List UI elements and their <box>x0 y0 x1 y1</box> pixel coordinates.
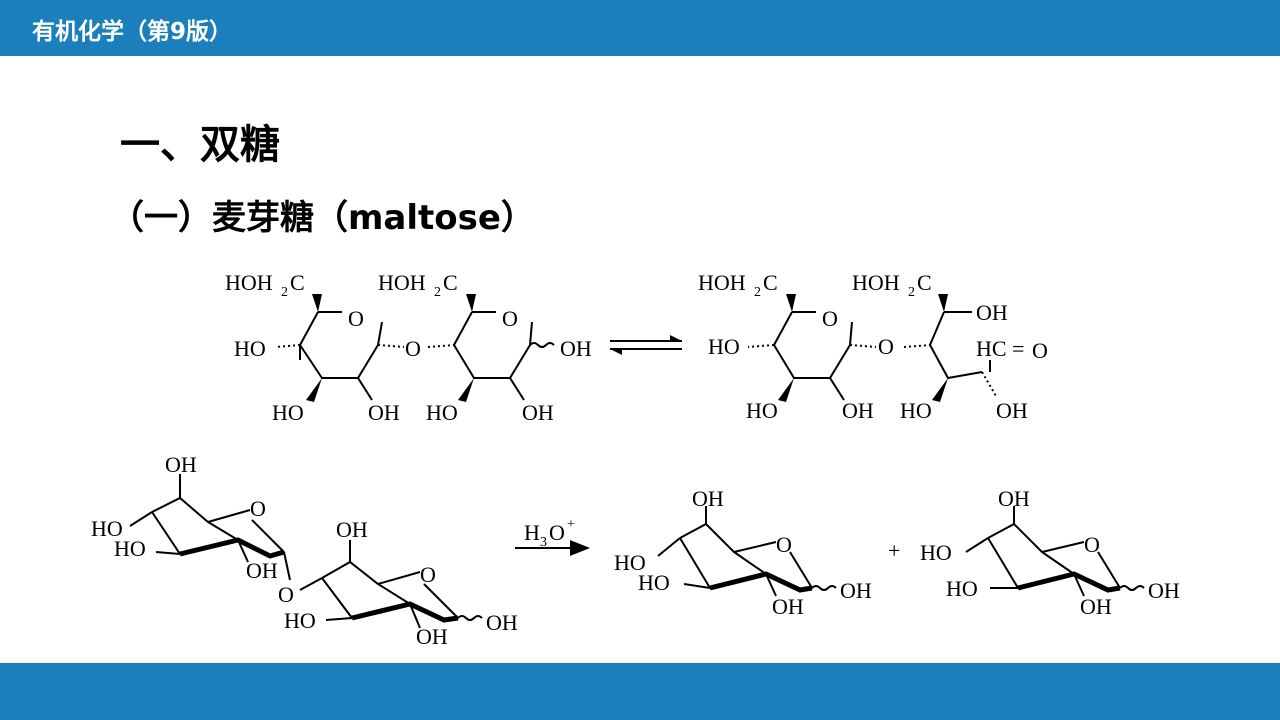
subscript: 2 <box>281 285 288 300</box>
glycosidic-oxygen: O <box>278 582 294 607</box>
reagent-superscript: + <box>567 517 575 532</box>
ho-label: HO <box>284 608 316 633</box>
ring-oxygen: O <box>250 496 266 521</box>
reagent-o: O <box>549 520 565 545</box>
glucose-product-1 <box>657 506 837 597</box>
chair-maltose <box>129 474 590 629</box>
reagent-subscript: 3 <box>540 535 547 550</box>
ch2oh-label: HOH <box>698 270 746 295</box>
oh-label: OH <box>998 486 1030 511</box>
oh-label: OH <box>246 558 278 583</box>
ring-oxygen: O <box>776 532 792 557</box>
ho-label: HO <box>920 540 952 565</box>
subscript: 2 <box>434 285 441 300</box>
top-banner: 有机化学（第9版） <box>0 0 1280 56</box>
ho-label: HO <box>614 550 646 575</box>
ho-label: HO <box>91 516 123 541</box>
glycosidic-oxygen: O <box>878 334 894 359</box>
oh-label: OH <box>692 486 724 511</box>
ho-label: HO <box>114 536 146 561</box>
ch2oh-label: HOH <box>378 270 426 295</box>
ring-oxygen: O <box>822 306 838 331</box>
subscript: 2 <box>908 285 915 300</box>
open-chain-maltose <box>747 294 997 402</box>
ring-oxygen: O <box>502 306 518 331</box>
ch2oh-carbon: C <box>290 270 305 295</box>
oh-label: OH <box>1148 578 1180 603</box>
subscript: 2 <box>754 285 761 300</box>
oh-label: OH <box>522 400 554 425</box>
oh-label: OH <box>976 300 1008 325</box>
oh-label: OH <box>416 624 448 649</box>
course-title: 有机化学（第9版） <box>32 19 233 45</box>
oh-label: OH <box>486 610 518 635</box>
ho-label: HO <box>746 398 778 423</box>
oh-label: OH <box>772 594 804 619</box>
oh-label: OH <box>165 452 197 477</box>
ho-label: HO <box>234 336 266 361</box>
ho-label: HO <box>272 400 304 425</box>
reagent-h: H <box>524 520 540 545</box>
ho-label: HO <box>900 398 932 423</box>
glycosidic-oxygen: O <box>405 336 421 361</box>
ch2oh-label: HOH <box>225 270 273 295</box>
ho-label: HO <box>708 334 740 359</box>
plus-sign: + <box>888 538 900 563</box>
ring-oxygen: O <box>420 562 436 587</box>
oh-label: OH <box>996 398 1028 423</box>
oh-label: OH <box>336 517 368 542</box>
ch2oh-carbon: C <box>917 270 932 295</box>
ho-label: HO <box>946 576 978 601</box>
glucose-product-2 <box>965 506 1145 597</box>
ho-label: HO <box>426 400 458 425</box>
ring-oxygen: O <box>1084 532 1100 557</box>
section-heading: 一、双糖 <box>120 122 280 168</box>
double-bond: = <box>1012 336 1024 361</box>
oh-label: OH <box>368 400 400 425</box>
subsection-heading: （一）麦芽糖（maltose） <box>110 198 535 238</box>
ch2oh-label: HOH <box>852 270 900 295</box>
oh-label: OH <box>1080 594 1112 619</box>
oh-label: OH <box>842 398 874 423</box>
oh-label: OH <box>840 578 872 603</box>
ho-label: HO <box>638 570 670 595</box>
ch2oh-carbon: C <box>763 270 778 295</box>
bottom-banner <box>0 663 1280 720</box>
aldehyde-hc: HC <box>976 336 1007 361</box>
aldehyde-oxygen: O <box>1032 338 1048 363</box>
oh-label: OH <box>560 336 592 361</box>
ring-oxygen: O <box>348 306 364 331</box>
haworth-maltose <box>275 294 682 402</box>
ch2oh-carbon: C <box>443 270 458 295</box>
